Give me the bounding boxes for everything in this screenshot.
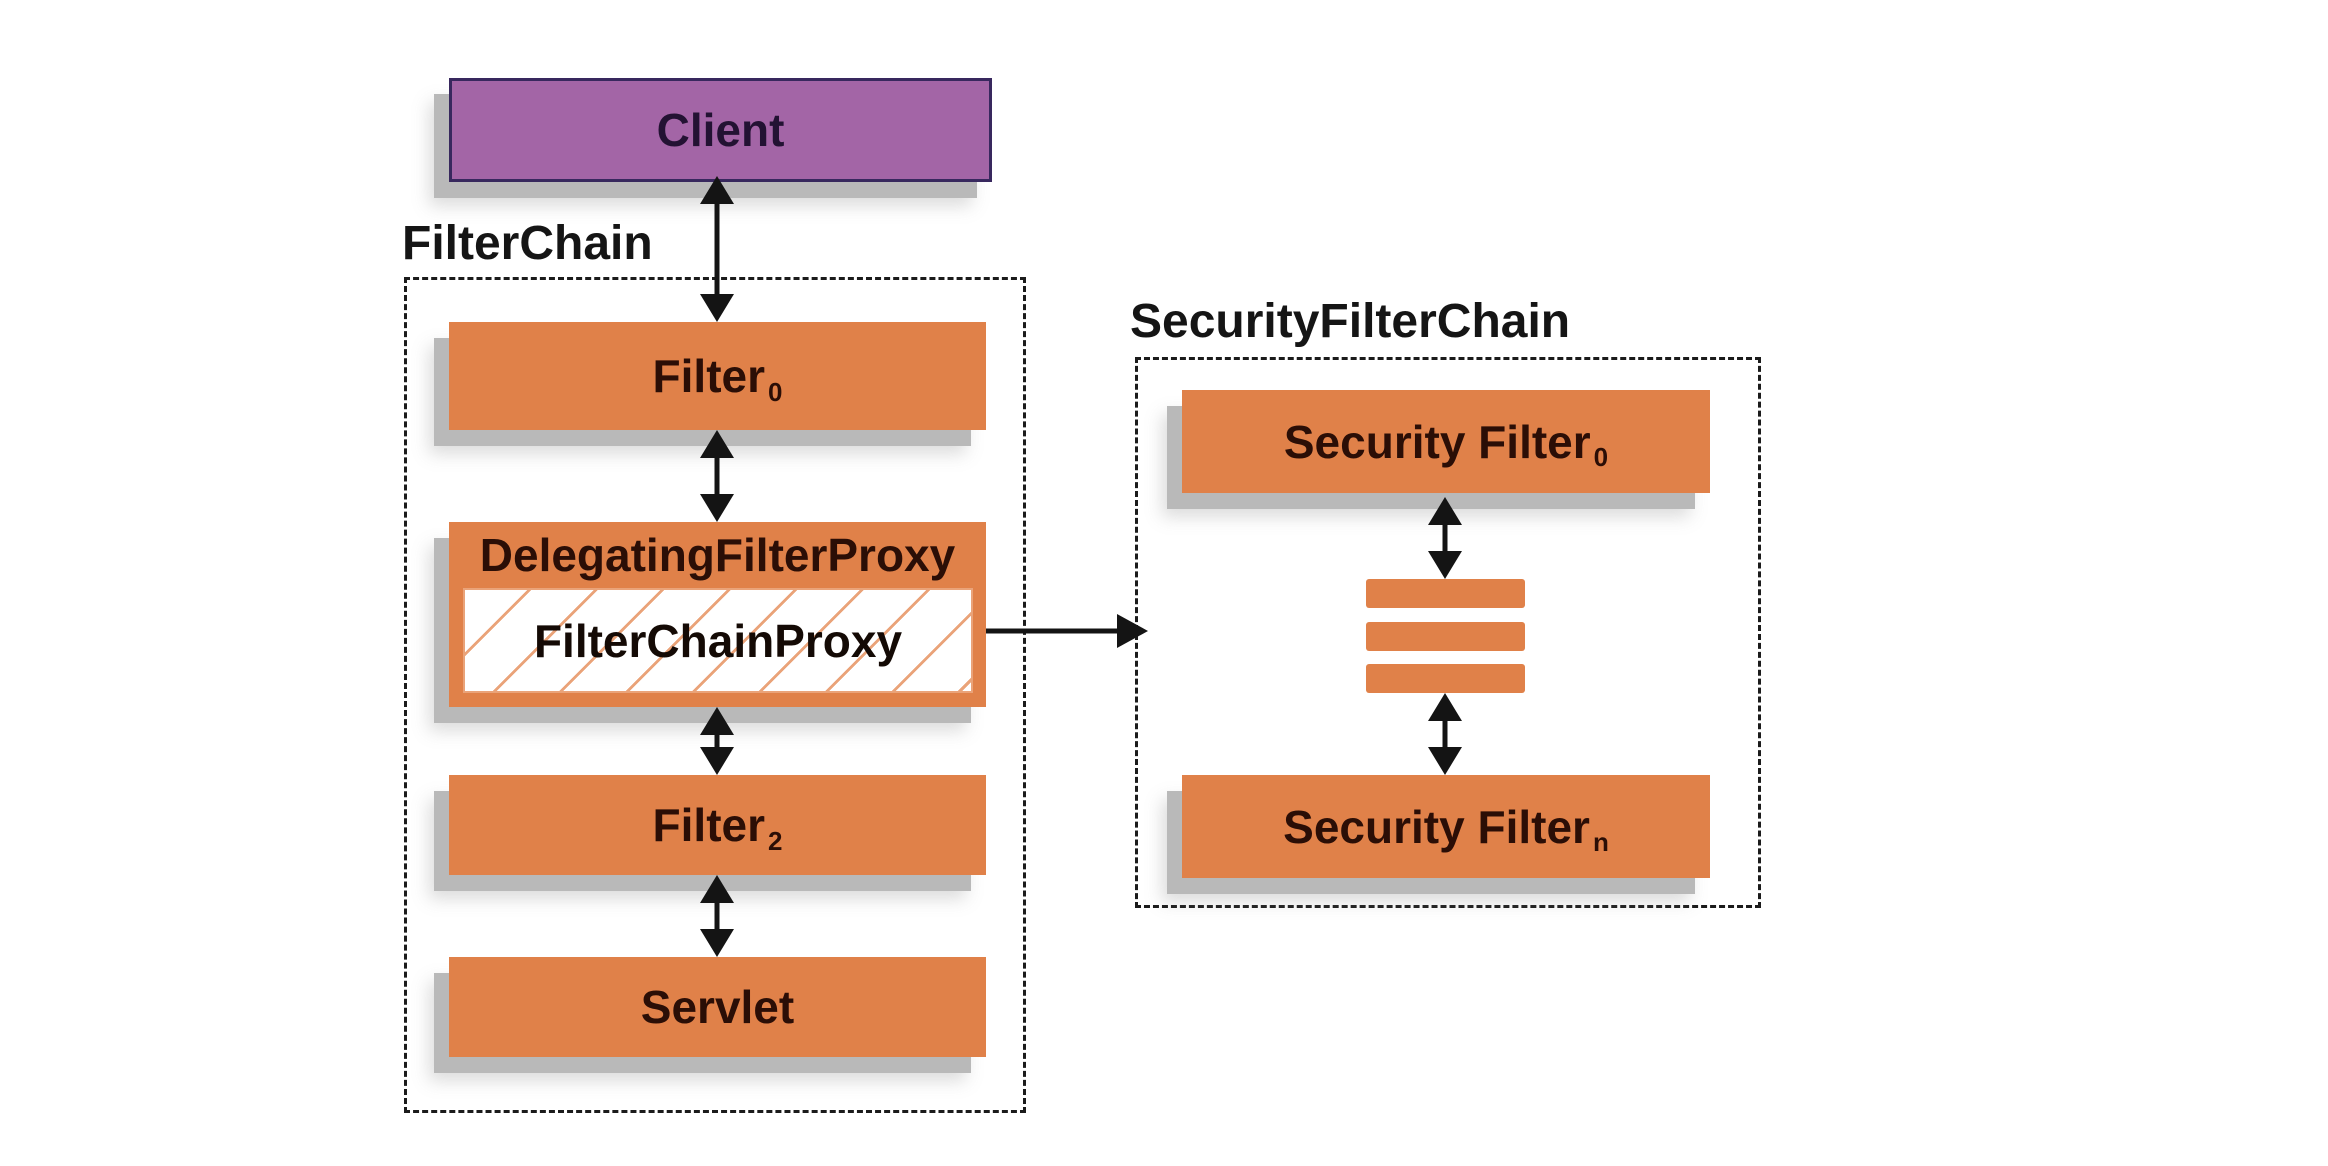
filter0-subscript: 0 — [768, 376, 783, 407]
securityfilterchain-title: SecurityFilterChain — [1130, 295, 1571, 348]
security-filter0-subscript: 0 — [1593, 442, 1609, 472]
arrowhead-right-icon — [1117, 614, 1148, 648]
filter0-label: Filter — [652, 350, 765, 402]
security-filter0-label: Security Filter — [1283, 415, 1591, 468]
delegating-filter-proxy-label: DelegatingFilterProxy — [479, 529, 956, 581]
double-arrow-client-filter0 — [695, 176, 739, 322]
servlet-label: Servlet — [640, 981, 795, 1033]
arrowhead-down-icon — [700, 494, 734, 522]
servlet-box: Servlet — [449, 957, 986, 1057]
arrowhead-down-icon — [700, 747, 734, 775]
arrow-filterchainproxy-securityfilterchain — [986, 613, 1148, 649]
security-filtern-subscript: n — [1592, 827, 1609, 857]
arrowhead-down-icon — [700, 929, 734, 957]
double-arrow-securityfilter0-ellipsis — [1423, 497, 1467, 579]
double-arrow-ellipsis-securityfiltern — [1423, 693, 1467, 775]
client-label: Client — [656, 104, 785, 156]
filterchain-title: FilterChain — [402, 217, 653, 270]
filter-chain-proxy-label: FilterChainProxy — [533, 614, 903, 667]
ellipsis-bar — [1366, 622, 1525, 651]
double-arrow-delegatingfilterproxy-filter2 — [695, 707, 739, 775]
filter-chain-proxy-box: FilterChainProxy — [463, 588, 973, 693]
arrowhead-down-icon — [1428, 747, 1462, 775]
arrowhead-down-icon — [1428, 551, 1462, 579]
filter2-subscript: 2 — [768, 825, 783, 856]
security-filtern-label: Security Filter — [1283, 800, 1590, 853]
arrowhead-down-icon — [700, 294, 734, 322]
client-box: Client — [449, 78, 992, 182]
double-arrow-filter0-delegatingfilterproxy — [695, 430, 739, 522]
ellipsis-bar — [1366, 664, 1525, 693]
double-arrow-filter2-servlet — [695, 875, 739, 957]
filter2-label: Filter — [652, 799, 765, 851]
ellipsis-bar — [1366, 579, 1525, 608]
